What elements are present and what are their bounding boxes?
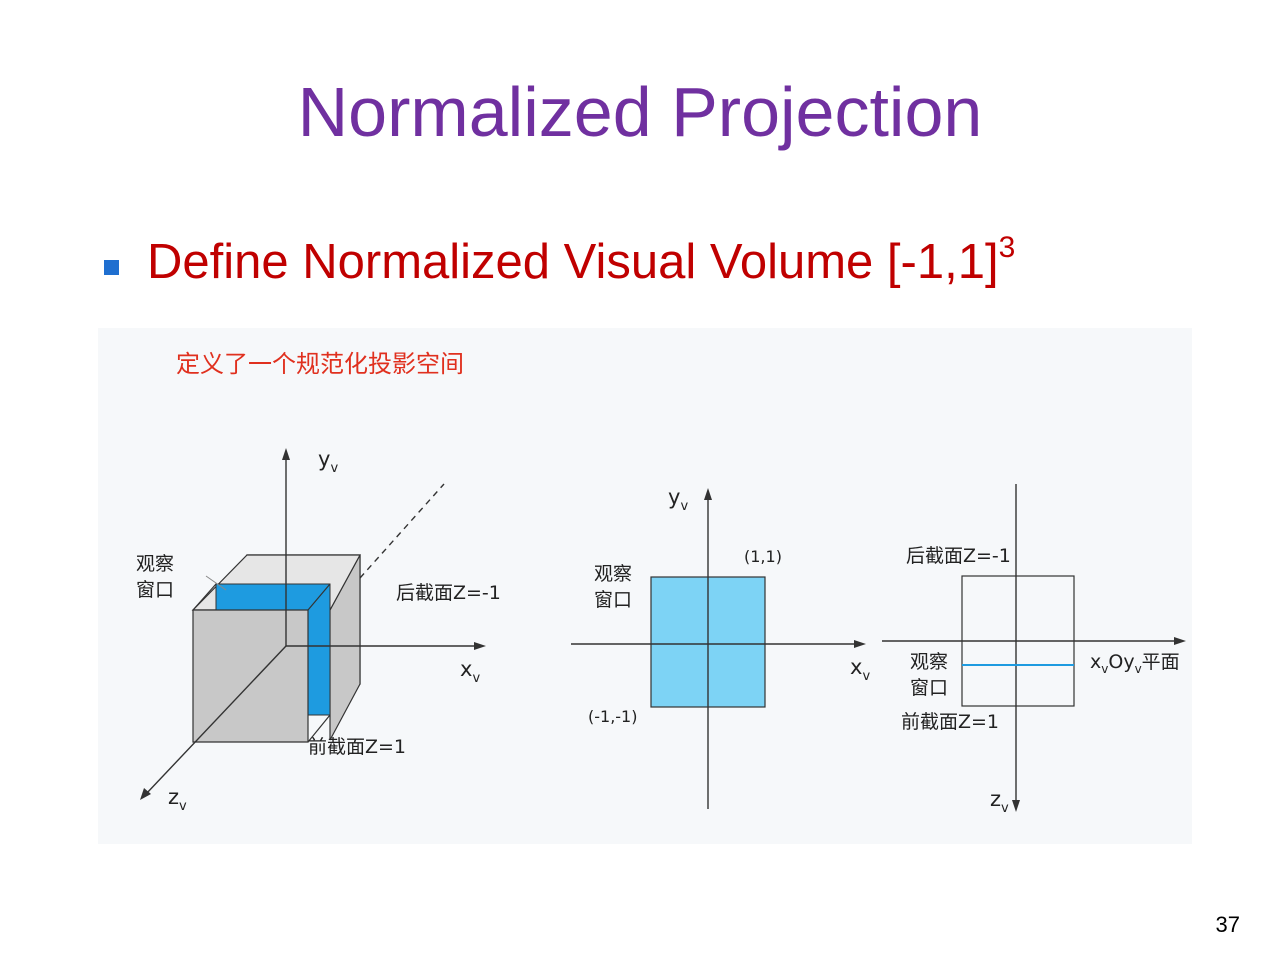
window-pointer-line [205,575,227,591]
window-label-line2: 窗口 [594,589,632,611]
y-axis-label: yv [318,447,338,476]
bullet-main-text: Define Normalized Visual Volume [-1,1] [147,235,999,289]
bullet-point: Define Normalized Visual Volume [-1,1]3 [104,230,1016,290]
dashed-projection-line [359,483,445,579]
z-axis-label: zv [168,785,187,814]
x-axis-arrow-icon [854,640,866,648]
middle-xy-diagram: yv xv (1,1) (-1,-1) 观察 窗口 [571,485,870,809]
xoy-plane-label: xvOyv平面 [1090,651,1180,676]
bullet-superscript: 3 [998,230,1016,264]
cube-edge [307,714,331,743]
corner-label-top-right: (1,1) [744,547,782,566]
window-label-line1: 观察 [910,651,948,673]
window-label-line2: 窗口 [910,677,948,699]
z-axis-label-right: zv [990,787,1009,816]
square-bullet-icon [104,260,119,275]
front-plane-label-right: 前截面Z=1 [901,711,999,733]
page-number: 37 [1215,912,1240,937]
projection-figure: 定义了一个规范化投影空间 [98,328,1192,844]
x-axis-label-2d: xv [850,655,870,684]
back-plane-label: 后截面Z=-1 [396,582,501,604]
figure-caption: 定义了一个规范化投影空间 [176,350,464,378]
corner-label-bottom-left: (-1,-1) [588,707,637,726]
z-axis-arrow-icon [1012,800,1020,812]
y-axis-arrow-icon [282,448,290,460]
x-axis-arrow-icon [474,642,486,650]
x-axis-label: xv [460,657,480,686]
cube-front-face [192,609,309,743]
cube-edge [192,583,217,611]
z-axis-arrow-icon [140,788,151,800]
back-plane-label-right: 后截面Z=-1 [906,545,1011,567]
window-label-line1: 观察 [136,553,174,575]
window-label-line2: 窗口 [136,579,174,601]
z-axis-3d [145,645,287,795]
y-axis-label-2d: yv [668,485,688,514]
window-label-line1: 观察 [594,563,632,585]
figure-svg: 定义了一个规范化投影空间 [136,350,1186,816]
front-plane-label: 前截面Z=1 [308,736,406,758]
left-3d-diagram: yv xv zv 观察 窗口 后截面Z=-1 前截面Z=1 [136,447,501,814]
slide-title: Normalized Projection [297,73,983,151]
y-axis-arrow-icon [704,488,712,500]
x-axis-arrow-icon [1174,637,1186,645]
cube-edge [307,583,331,611]
right-xz-diagram: 后截面Z=-1 前截面Z=1 观察 窗口 xvOyv平面 zv [882,484,1186,816]
bullet-text: Define Normalized Visual Volume [-1,1]3 [147,230,1016,290]
